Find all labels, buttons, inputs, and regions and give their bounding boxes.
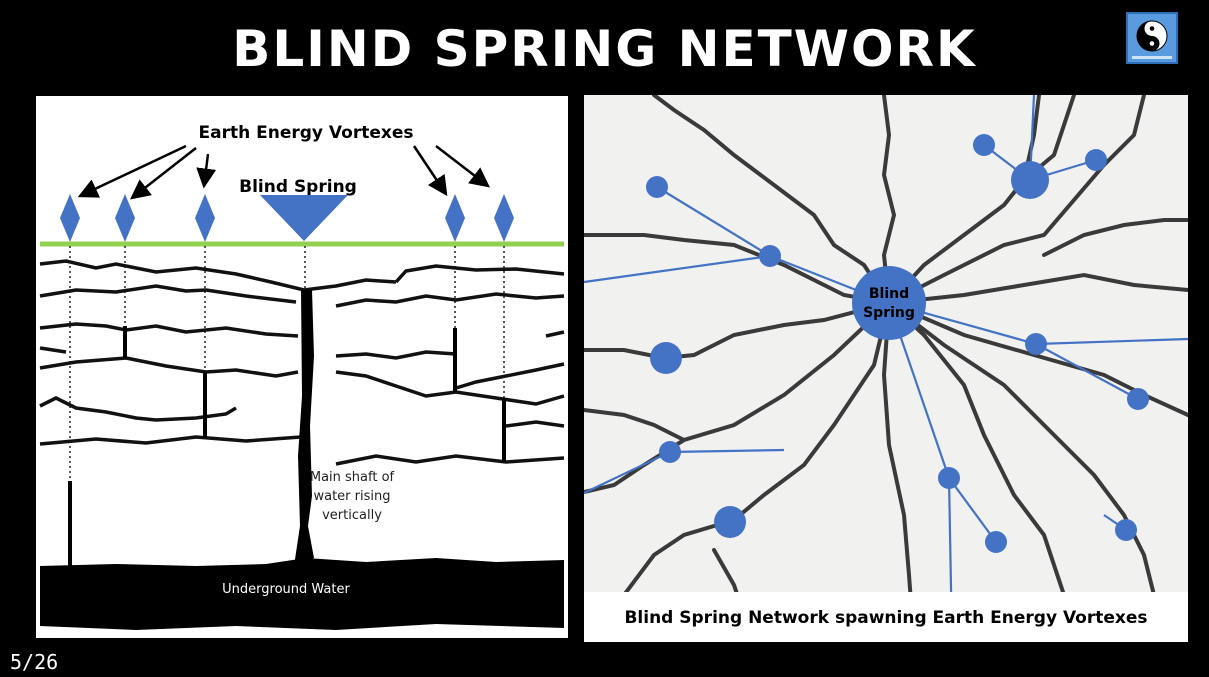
underground-water-label: Underground Water (222, 582, 350, 597)
vortex-node (1025, 333, 1047, 355)
network-caption: Blind Spring Network spawning Earth Ener… (624, 608, 1147, 628)
vortex-node (938, 467, 960, 489)
vortex-node (759, 245, 781, 267)
vortex-node (1011, 161, 1049, 199)
vortex-node (650, 342, 682, 374)
vortex-label: Earth Energy Vortexes (199, 123, 414, 143)
vortex-diamond (60, 194, 80, 242)
network-diagram: Blind Spring Blind Spring Network spawni… (584, 95, 1188, 642)
vortex-node (1085, 149, 1107, 171)
page-indicator: 5/26 (10, 650, 58, 674)
vortex-node (973, 134, 995, 156)
blind-spring-node (852, 266, 926, 340)
center-label-line-2: Spring (863, 305, 915, 321)
center-label-line-1: Blind (869, 286, 909, 302)
vortex-node (1127, 388, 1149, 410)
vortex-markers (60, 194, 514, 242)
yin-yang-icon (1126, 12, 1178, 64)
blind-spring-label: Blind Spring (239, 177, 357, 197)
slide-title: BLIND SPRING NETWORK (0, 20, 1209, 78)
vertical-fissures (70, 326, 504, 566)
vortex-diamond (445, 194, 465, 242)
vortex-node (1115, 519, 1137, 541)
blind-spring-triangle (260, 195, 348, 241)
vortex-diamond (115, 194, 135, 242)
vortex-diamond (494, 194, 514, 242)
shaft-label-line-2: water rising (313, 489, 390, 504)
vortex-node (985, 531, 1007, 553)
vortex-node (714, 506, 746, 538)
shaft-label-line-1: Main shaft of (310, 470, 395, 485)
vortex-node (659, 441, 681, 463)
vortex-projections (70, 246, 504, 481)
vortex-node (646, 176, 668, 198)
cross-section-diagram: Earth Energy Vortexes Blind Spring (36, 96, 568, 638)
vortex-diamond (195, 194, 215, 242)
main-water-shaft (294, 290, 314, 566)
shaft-label-line-3: vertically (322, 508, 382, 523)
